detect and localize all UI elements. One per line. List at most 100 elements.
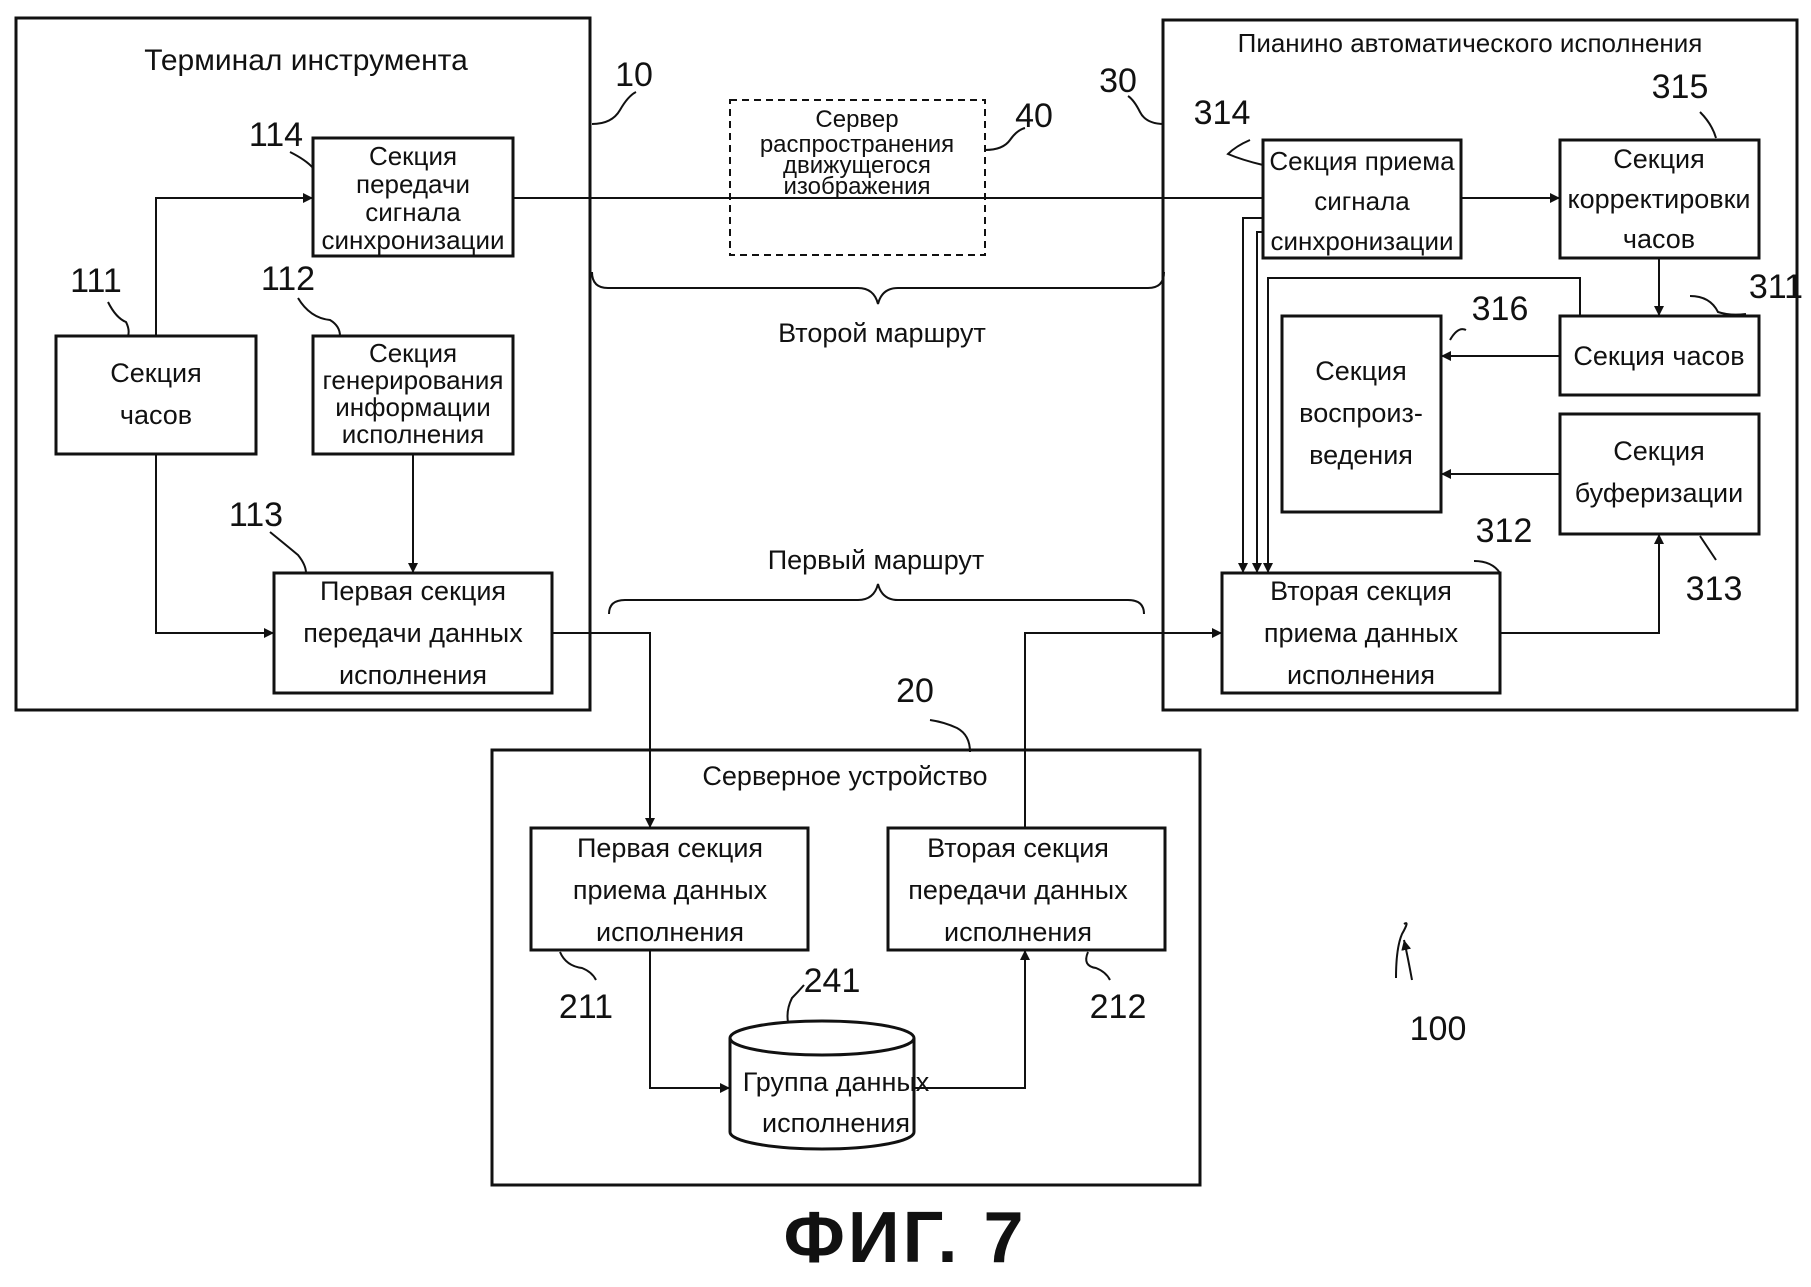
arrow-100-pointer bbox=[1401, 939, 1413, 981]
buffer-section-313 bbox=[1558, 412, 1761, 536]
block-text-line: сигнала bbox=[1314, 186, 1410, 216]
block-text-line: исполнения bbox=[596, 917, 744, 947]
block-text-line: Секция bbox=[369, 141, 457, 171]
clock-section-111 bbox=[54, 334, 258, 456]
leader-112 bbox=[297, 297, 341, 337]
block-text-line: исполнения bbox=[944, 917, 1092, 947]
block-text-line: Сервер bbox=[815, 106, 898, 133]
leader-114 bbox=[289, 151, 314, 169]
buffer-section-313-label: Секция буферизации bbox=[1575, 436, 1743, 508]
block-text-line: часов bbox=[120, 400, 192, 430]
block-text-line: синхронизации bbox=[321, 225, 504, 255]
ref-111: 111 bbox=[70, 262, 122, 300]
server-title: Серверное устройство bbox=[702, 761, 987, 791]
block-text-line: исполнения bbox=[1287, 660, 1435, 690]
ref-313: 313 bbox=[1686, 570, 1743, 608]
performance-data-group-241 bbox=[728, 1019, 916, 1151]
block-text-line: Первая секция bbox=[320, 576, 506, 606]
ref-leaders bbox=[107, 91, 1747, 1023]
second-send-section-212-label: Вторая секция передачи данных исполнения bbox=[908, 833, 1128, 947]
block-text-line: ведения bbox=[1309, 440, 1413, 470]
arrow-clock-to-second-recv bbox=[1263, 277, 1581, 573]
block-text-line: Первая секция bbox=[577, 833, 763, 863]
second-route-brace bbox=[591, 271, 1165, 305]
block-text-line: Вторая секция bbox=[927, 833, 1109, 863]
arrow-clock-to-sync-send bbox=[155, 193, 313, 336]
arrow-first-recv-to-db bbox=[649, 950, 730, 1093]
leader-315 bbox=[1699, 111, 1717, 139]
block-text-line: изображения bbox=[784, 173, 931, 200]
auto-piano-box bbox=[1161, 18, 1799, 712]
block-text-line: сигнала bbox=[365, 197, 461, 227]
block-text-line: приема данных bbox=[1264, 618, 1459, 648]
ref-40: 40 bbox=[1015, 97, 1053, 135]
leader-211 bbox=[559, 951, 597, 981]
leader-311 bbox=[1689, 295, 1747, 316]
arrow-server-to-second-recv bbox=[1024, 628, 1222, 828]
leader-314 bbox=[1226, 139, 1264, 166]
piano-title: Пианино автоматического исполнения bbox=[1238, 28, 1703, 58]
leader-312 bbox=[1473, 560, 1501, 574]
block-text-line: передачи данных bbox=[908, 875, 1128, 905]
leader-212 bbox=[1085, 951, 1111, 981]
block-text-line: Секция bbox=[1613, 144, 1705, 174]
leader-10 bbox=[591, 91, 637, 125]
ref-100: 100 bbox=[1410, 1010, 1467, 1048]
ref-212: 212 bbox=[1090, 988, 1147, 1026]
first-route-brace bbox=[608, 583, 1145, 615]
ref-10: 10 bbox=[615, 56, 653, 94]
block-text-line: Секция bbox=[1315, 356, 1407, 386]
first-recv-section-211 bbox=[529, 826, 810, 952]
leader-316 bbox=[1449, 328, 1467, 341]
arrow-second-recv-to-buffer bbox=[1500, 534, 1664, 634]
ref-312: 312 bbox=[1476, 512, 1533, 550]
arrow-db-to-second-send bbox=[914, 950, 1030, 1089]
arrow-first-send-to-server bbox=[552, 632, 655, 828]
perf-gen-section-112-label: Секция генерирования информации исполнен… bbox=[322, 338, 503, 449]
first-recv-section-211-label: Первая секция приема данных исполнения bbox=[573, 833, 768, 947]
second-route-label: Второй маршрут bbox=[778, 318, 986, 348]
leader-241 bbox=[786, 984, 805, 1023]
block-text-line: информации bbox=[335, 392, 490, 422]
block-text-line: Секция bbox=[369, 338, 457, 368]
leader-40 bbox=[984, 127, 1026, 151]
ref-211: 211 bbox=[559, 988, 613, 1026]
first-send-section-113-label: Первая секция передачи данных исполнения bbox=[303, 576, 523, 690]
performance-data-group-241-label: Группа данных исполнения bbox=[743, 1067, 930, 1138]
block-text-line: приема данных bbox=[573, 875, 768, 905]
block-text-line: Секция bbox=[110, 358, 202, 388]
ref-20: 20 bbox=[896, 672, 934, 710]
block-text-line: синхронизации bbox=[1270, 226, 1453, 256]
block-text-line: движущегося bbox=[783, 152, 931, 179]
leader-113 bbox=[269, 531, 307, 574]
terminal-title: Терминал инструмента bbox=[144, 44, 468, 77]
block-text-line: распространения bbox=[760, 131, 954, 158]
block-text-line: Секция bbox=[1613, 436, 1705, 466]
sync-send-section-114-label: Секция передачи сигнала синхронизации bbox=[321, 141, 504, 255]
ref-113: 113 bbox=[229, 496, 283, 534]
ref-112: 112 bbox=[261, 260, 315, 298]
first-route-label: Первый маршрут bbox=[768, 545, 985, 575]
leader-111 bbox=[107, 301, 130, 337]
leader-100 bbox=[1395, 922, 1408, 979]
clock-corr-section-315-label: Секция корректировки часов bbox=[1567, 144, 1750, 254]
ref-316: 316 bbox=[1472, 290, 1529, 328]
block-text-line: генерирования bbox=[322, 365, 503, 395]
leader-30 bbox=[1127, 95, 1165, 125]
instrument-terminal-box bbox=[14, 16, 592, 712]
second-recv-section-312-label: Вторая секция приема данных исполнения bbox=[1264, 576, 1459, 690]
ref-314: 314 bbox=[1194, 94, 1251, 132]
block-text-line: Секция приема bbox=[1269, 146, 1455, 176]
block-text-line: передачи данных bbox=[303, 618, 523, 648]
connectors bbox=[155, 193, 1664, 1093]
block-text-line: исполнения bbox=[762, 1108, 910, 1138]
block-text-line: передачи bbox=[356, 169, 470, 199]
ref-30: 30 bbox=[1099, 62, 1137, 100]
block-text-line: исполнения bbox=[342, 419, 484, 449]
clock-section-311-label: Секция часов bbox=[1573, 341, 1744, 371]
sync-recv-section-314-label: Секция приема сигнала синхронизации bbox=[1269, 146, 1455, 256]
arrow-clock-to-first-send bbox=[155, 454, 274, 638]
arrow-sync-recv-to-second-recv-b bbox=[1252, 231, 1263, 573]
block-text-line: буферизации bbox=[1575, 478, 1743, 508]
